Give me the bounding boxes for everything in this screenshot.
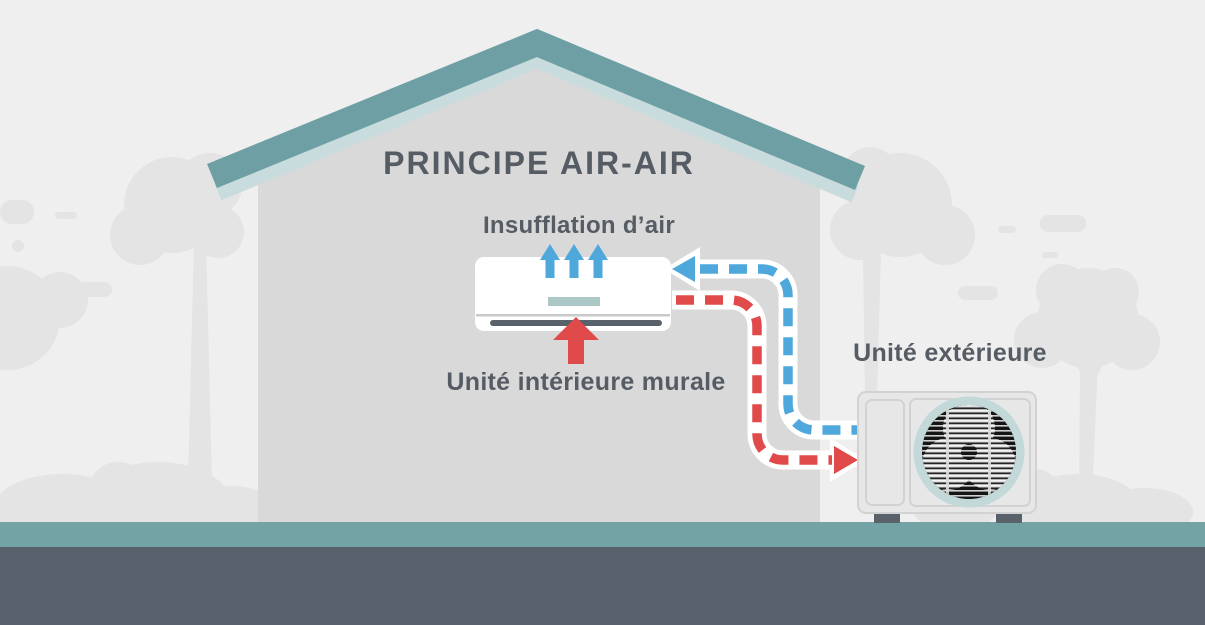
supply-pipe-blue bbox=[664, 247, 859, 440]
indoor-unit-display bbox=[548, 297, 600, 306]
outdoor-unit bbox=[857, 391, 1037, 523]
return-pipe-red bbox=[672, 290, 866, 482]
outdoor-unit-foot bbox=[874, 513, 900, 523]
house-roof bbox=[207, 28, 866, 203]
label-air-blowing: Insufflation d’air bbox=[482, 212, 676, 239]
label-outdoor-unit: Unité extérieure bbox=[853, 339, 1047, 367]
air-blow-arrows-icon bbox=[540, 244, 608, 278]
ground bbox=[0, 522, 1205, 625]
air-intake-arrow-icon bbox=[553, 317, 599, 364]
outdoor-unit-foot bbox=[996, 513, 1022, 523]
indoor-unit bbox=[475, 257, 671, 331]
label-indoor-unit: Unité intérieure murale bbox=[446, 368, 726, 396]
fan-icon bbox=[913, 396, 1025, 508]
diagram-title: PRINCIPE AIR-AIR bbox=[383, 145, 695, 181]
